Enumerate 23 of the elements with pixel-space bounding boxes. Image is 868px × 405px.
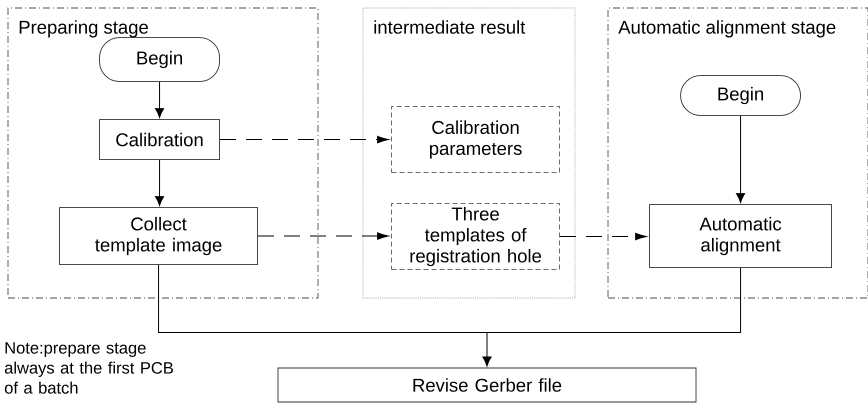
start-terminal: Begin bbox=[99, 37, 220, 82]
stage-panel bbox=[8, 8, 318, 298]
process-box: Revise Gerber file bbox=[278, 368, 696, 402]
arrow bbox=[155, 82, 164, 118]
stage-heading: Preparing stage bbox=[20, 20, 148, 38]
note-text: Note:prepare stage always at the first PCB of a batch bbox=[4, 342, 173, 394]
result-box: Calibration parameters bbox=[391, 106, 560, 173]
connector-line bbox=[158, 264, 488, 334]
stage-heading: Automatic alignment stage bbox=[618, 20, 836, 38]
arrow bbox=[258, 232, 389, 240]
arrow bbox=[155, 160, 164, 206]
start-terminal: Begin bbox=[680, 75, 801, 116]
arrow bbox=[482, 332, 492, 366]
stage-panel bbox=[362, 8, 576, 298]
process-box: Automatic alignment bbox=[649, 204, 832, 268]
result-box: Three templates of registration hole bbox=[391, 203, 560, 270]
arrow bbox=[220, 136, 389, 144]
stage-heading: intermediate result bbox=[374, 20, 526, 34]
connector-line bbox=[486, 268, 742, 334]
process-box: Collect template image bbox=[59, 207, 258, 265]
arrow bbox=[560, 232, 647, 240]
arrow bbox=[736, 116, 746, 203]
process-box: Calibration bbox=[99, 119, 220, 160]
